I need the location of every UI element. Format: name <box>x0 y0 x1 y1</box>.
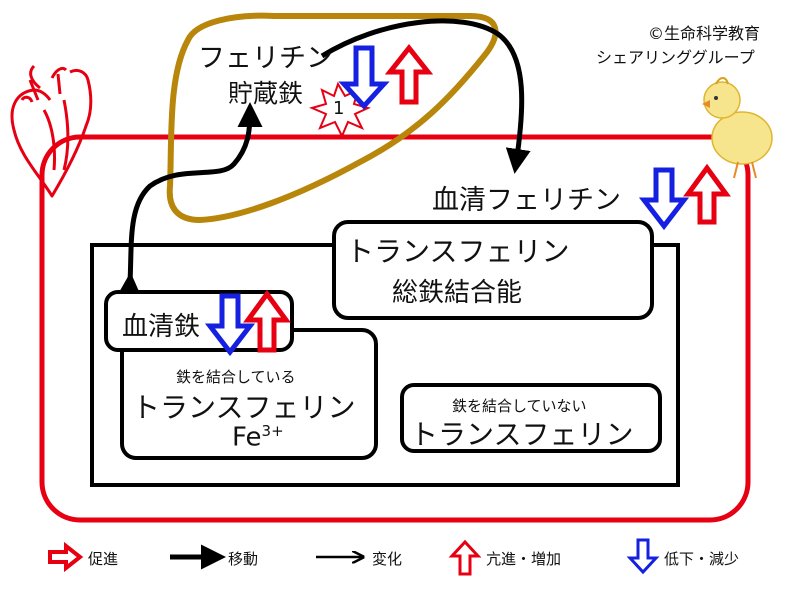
bound-transferrin-label: トランスフェリン <box>132 391 356 424</box>
increase-arrow-liver <box>384 43 434 105</box>
legend-graphics <box>48 538 660 576</box>
decrease-arrow-liver <box>338 45 390 110</box>
tibc-label-capacity: 総鉄結合能 <box>392 278 523 308</box>
tibc-label-transferrin: トランスフェリン <box>346 235 570 268</box>
arrow-serum-iron-to-storage <box>116 102 263 298</box>
legend-promote-arrow-icon <box>48 541 84 573</box>
serum-ferritin-label: 血清フェリチン <box>432 185 621 216</box>
legend-decrease-label: 低下・減少 <box>664 550 740 568</box>
bound-transferrin-small: 鉄を結合している <box>176 368 296 386</box>
tibc-box: トランスフェリン 総鉄結合能 <box>332 220 654 320</box>
credit-line-2: シェアリンググループ <box>596 48 755 67</box>
increase-arrow-serum-ferritin <box>683 163 731 225</box>
legend-promote-label: 促進 <box>88 550 119 568</box>
legend-change-label: 変化 <box>372 550 403 568</box>
serum-iron-box: 血清鉄 <box>104 290 294 352</box>
legend-move-label: 移動 <box>228 550 259 568</box>
heart-icon <box>10 64 93 198</box>
liver-label-ferritin: フェリチン <box>198 43 333 74</box>
unbound-transferrin-label: トランスフェリン <box>410 418 634 451</box>
arrow-liver-to-serum-ferritin <box>320 18 531 174</box>
legend-increase-label: 亢進・増加 <box>486 550 562 568</box>
liver-label-stored-iron: 貯蔵鉄 <box>228 79 304 108</box>
credit-line-1: ©生命科学教育 <box>648 24 761 43</box>
fe-symbol: Fe <box>232 422 262 453</box>
legend-increase-arrow-icon <box>448 539 482 576</box>
legend-decrease-arrow-icon <box>626 538 660 575</box>
fe-charge: 3+ <box>261 422 284 440</box>
fe3-label: Fe3+ <box>232 422 284 453</box>
serum-iron-label: 血清鉄 <box>122 312 201 342</box>
chick-icon <box>702 77 773 179</box>
unbound-transferrin-small: 鉄を結合していない <box>452 397 587 415</box>
badge-number: 1 <box>333 98 345 119</box>
unbound-transferrin-box: 鉄を結合していない トランスフェリン <box>400 383 662 453</box>
decrease-arrow-serum-ferritin <box>638 167 690 231</box>
blood-container <box>39 134 751 523</box>
